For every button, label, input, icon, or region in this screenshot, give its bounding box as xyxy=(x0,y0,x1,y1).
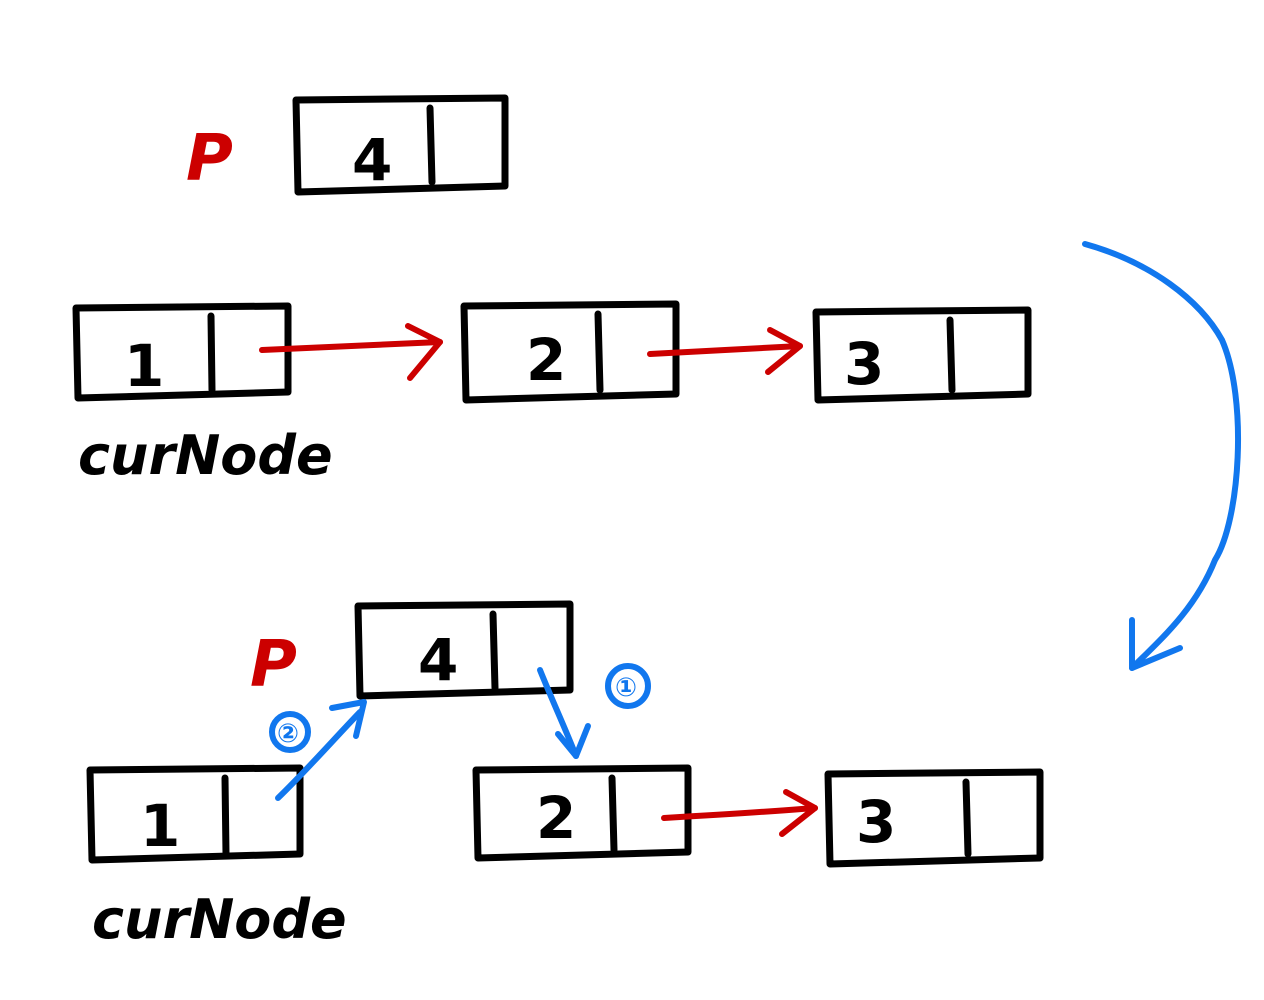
bottom-p-node-value: 4 xyxy=(418,626,458,694)
bottom-p-node: 4 xyxy=(354,600,574,700)
bottom-node-2: 2 xyxy=(472,764,692,862)
step-two-label: ② xyxy=(277,719,299,749)
step-two-arrow xyxy=(275,699,367,801)
bottom-node-3-value: 3 xyxy=(856,788,896,856)
top-node-1: 1 xyxy=(72,302,292,402)
top-p-node-value: 4 xyxy=(352,126,392,194)
top-p-node: 4 xyxy=(292,94,509,196)
top-p-label: P xyxy=(186,122,233,196)
step-two-marker: ② xyxy=(269,711,311,753)
top-node-2-value: 2 xyxy=(526,326,566,394)
step-one-arrow xyxy=(537,667,591,759)
top-node-2: 2 xyxy=(460,300,680,404)
bottom-node-1: 1 xyxy=(86,764,304,864)
top-arrow-2-to-3 xyxy=(647,327,803,375)
step-one-marker: ① xyxy=(605,663,651,709)
top-node-3-value: 3 xyxy=(844,330,884,398)
top-arrow-1-to-2 xyxy=(259,323,443,381)
top-node-1-value: 1 xyxy=(124,332,164,400)
bottom-curnode-label: curNode xyxy=(92,888,347,951)
bottom-node-1-value: 1 xyxy=(140,792,180,860)
bottom-node-2-value: 2 xyxy=(536,784,576,852)
top-curnode-label: curNode xyxy=(78,424,333,487)
bottom-p-label: P xyxy=(250,628,297,702)
bottom-node-3: 3 xyxy=(824,768,1044,868)
top-node-3: 3 xyxy=(812,306,1032,404)
bottom-arrow-2-to-3 xyxy=(661,789,818,837)
step-one-label: ① xyxy=(615,673,637,703)
transition-arrow xyxy=(1082,241,1242,671)
